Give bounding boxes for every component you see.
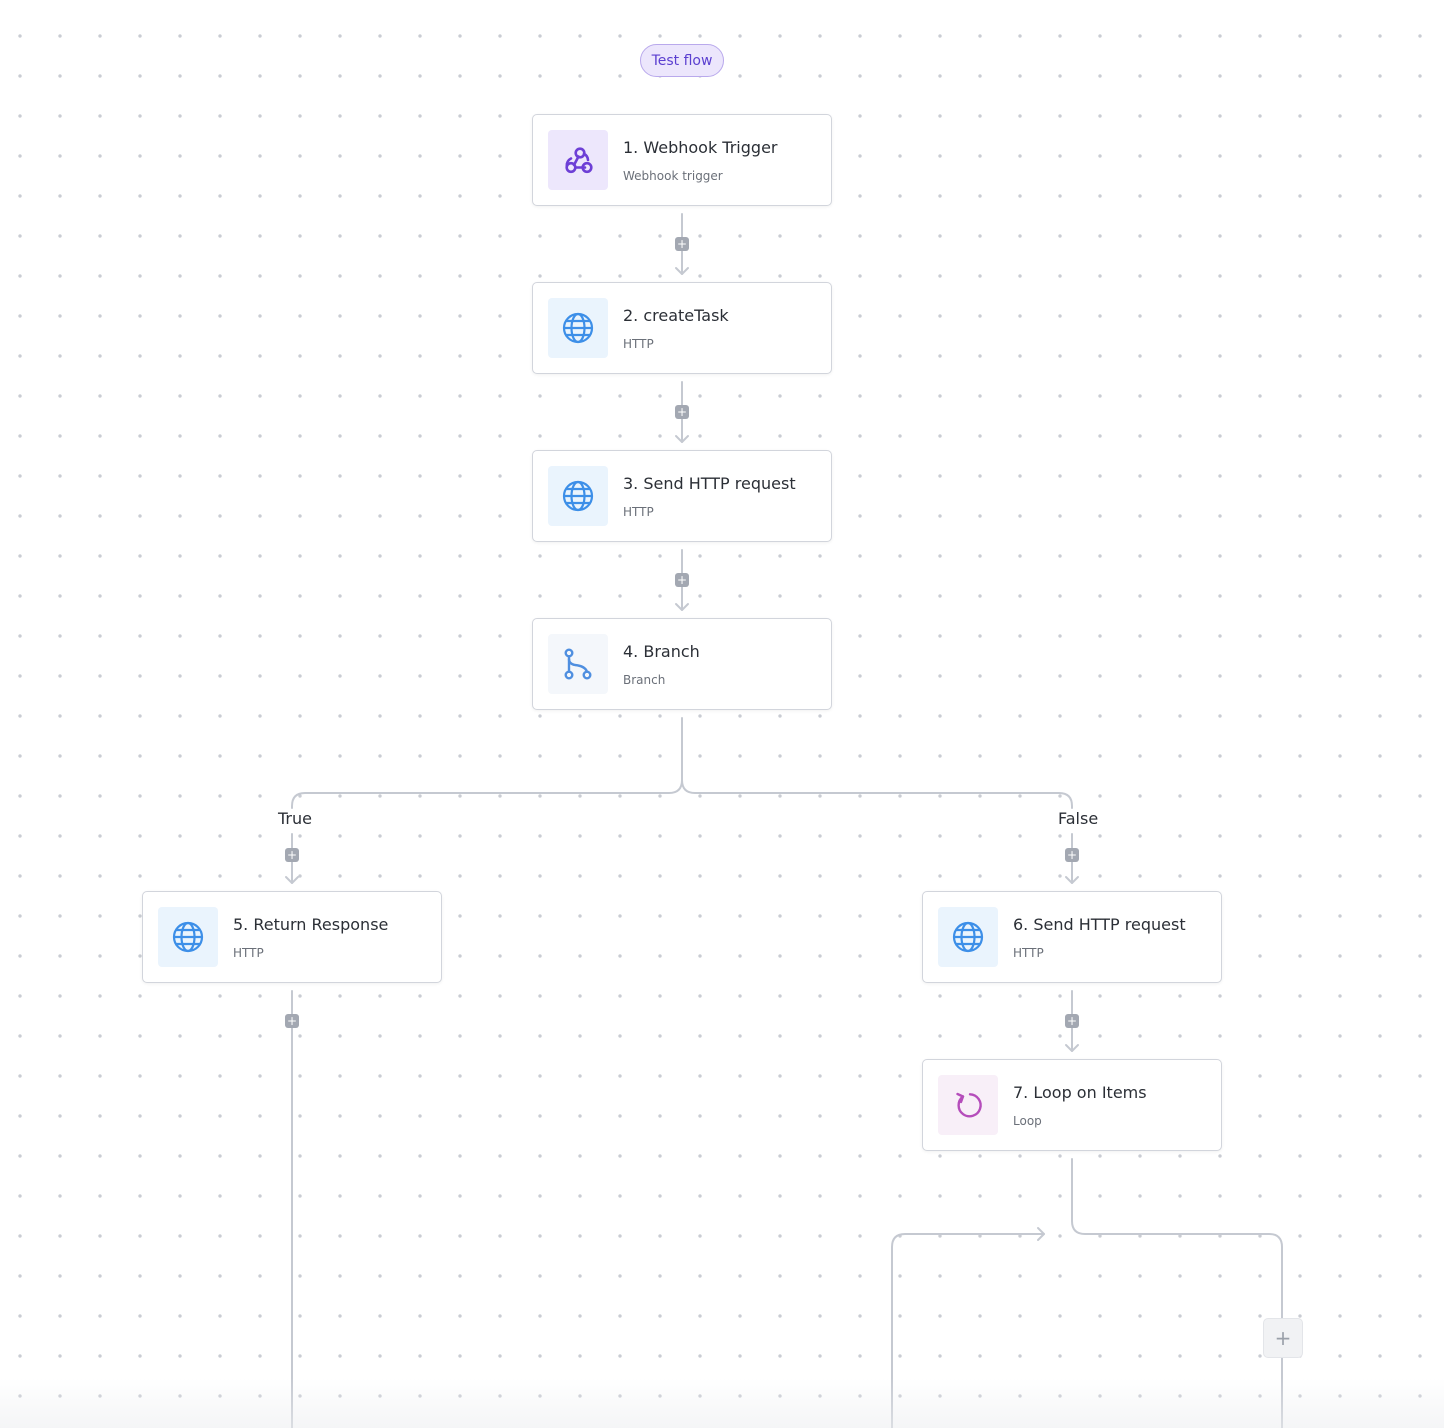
- webhook-icon: [548, 130, 608, 190]
- step-title: 5. Return Response: [233, 915, 389, 934]
- step-subtitle: Webhook trigger: [623, 169, 723, 183]
- step-subtitle: HTTP: [233, 946, 264, 960]
- step-subtitle: HTTP: [1013, 946, 1044, 960]
- step-subtitle: Branch: [623, 673, 666, 687]
- add-step-button[interactable]: +: [675, 405, 689, 419]
- add-step-button[interactable]: +: [1065, 1014, 1079, 1028]
- add-step-button[interactable]: +: [285, 848, 299, 862]
- test-flow-button[interactable]: Test flow: [640, 44, 724, 77]
- step-subtitle: HTTP: [623, 505, 654, 519]
- step-loop-on-items[interactable]: 7. Loop on Items Loop: [922, 1059, 1222, 1151]
- step-send-http-request[interactable]: 3. Send HTTP request HTTP: [532, 450, 832, 542]
- globe-icon: [548, 466, 608, 526]
- step-title: 2. createTask: [623, 306, 729, 325]
- step-create-task[interactable]: 2. createTask HTTP: [532, 282, 832, 374]
- step-title: 3. Send HTTP request: [623, 474, 796, 493]
- branch-icon: [548, 634, 608, 694]
- add-step-button[interactable]: +: [675, 237, 689, 251]
- add-step-button[interactable]: +: [1065, 848, 1079, 862]
- branch-label-false: False: [1058, 809, 1099, 828]
- step-return-response[interactable]: 5. Return Response HTTP: [142, 891, 442, 983]
- arrowhead-2: [675, 267, 689, 275]
- step-title: 6. Send HTTP request: [1013, 915, 1186, 934]
- arrowhead-3: [675, 435, 689, 443]
- step-webhook-trigger[interactable]: 1. Webhook Trigger Webhook trigger: [532, 114, 832, 206]
- step-title: 1. Webhook Trigger: [623, 138, 778, 157]
- step-subtitle: HTTP: [623, 337, 654, 351]
- edge-loop-return: [891, 1233, 1045, 1428]
- edge-branch-false: [681, 779, 1073, 809]
- loop-add-step-button[interactable]: +: [1263, 1318, 1303, 1358]
- globe-icon: [548, 298, 608, 358]
- step-title: 7. Loop on Items: [1013, 1083, 1147, 1102]
- add-step-button[interactable]: +: [675, 573, 689, 587]
- arrowhead-5: [285, 876, 299, 884]
- globe-icon: [938, 907, 998, 967]
- branch-label-true: True: [278, 809, 312, 828]
- globe-icon: [158, 907, 218, 967]
- arrowhead-6: [1065, 876, 1079, 884]
- edge-branch-true: [291, 717, 683, 809]
- loop-icon: [938, 1075, 998, 1135]
- arrowhead-4: [675, 603, 689, 611]
- arrowhead-7: [1065, 1044, 1079, 1052]
- add-step-button[interactable]: +: [285, 1014, 299, 1028]
- edge-loop-right: [1071, 1158, 1283, 1319]
- step-subtitle: Loop: [1013, 1114, 1042, 1128]
- step-title: 4. Branch: [623, 642, 700, 661]
- step-send-http-request-2[interactable]: 6. Send HTTP request HTTP: [922, 891, 1222, 983]
- loop-return-arrowhead: [1037, 1227, 1045, 1241]
- step-branch[interactable]: 4. Branch Branch: [532, 618, 832, 710]
